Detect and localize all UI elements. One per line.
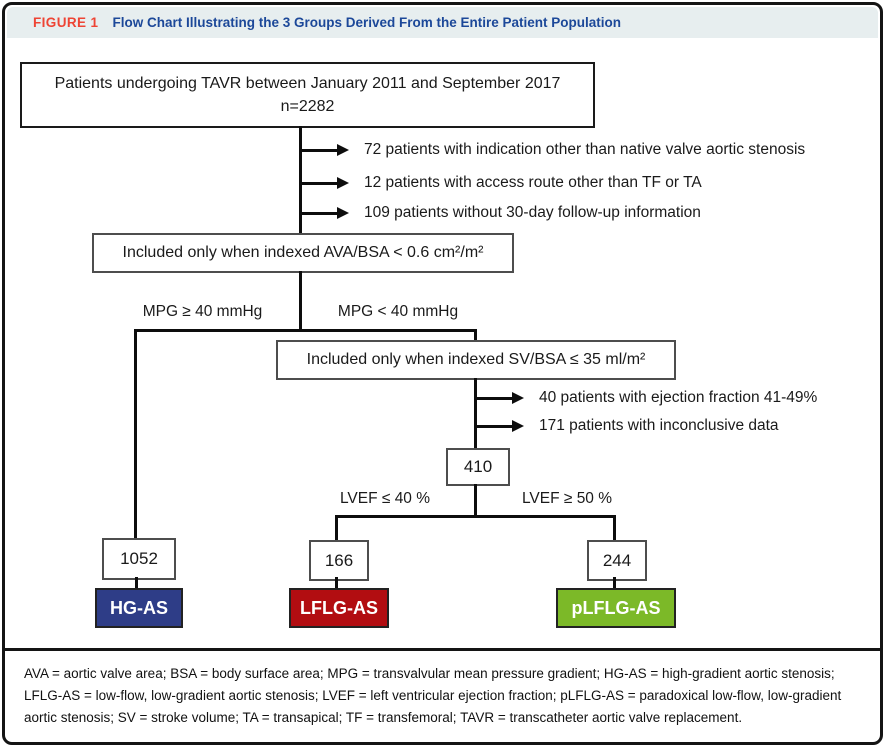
connector-line	[474, 378, 477, 448]
node-n410: 410	[446, 448, 510, 486]
branch-label-mpg-low: MPG < 40 mmHg	[337, 303, 459, 320]
arrow-stem	[301, 211, 337, 215]
exclusion-row: 171 patients with inconclusive data	[476, 416, 779, 436]
branch-label-lvef-low: LVEF ≤ 40 %	[339, 490, 431, 507]
node-patient-population: Patients undergoing TAVR between January…	[20, 62, 595, 128]
exclusion-text: 12 patients with access route other than…	[364, 174, 702, 191]
ava-criterion-text: Included only when indexed AVA/BSA < 0.6…	[122, 244, 484, 262]
connector-line	[299, 271, 302, 331]
exclusion-row: 72 patients with indication other than n…	[301, 140, 805, 160]
group-lflg-as: LFLG-AS	[289, 588, 389, 628]
branch-label-mpg-high: MPG ≥ 40 mmHg	[142, 303, 263, 320]
connector-line	[134, 329, 137, 540]
connector-line	[613, 515, 616, 540]
arrow-stem	[476, 424, 512, 428]
n244-value: 244	[602, 550, 632, 570]
exclusion-text: 109 patients without 30-day follow-up in…	[364, 204, 701, 221]
connector-line	[135, 577, 138, 589]
exclusion-text: 171 patients with inconclusive data	[539, 417, 779, 434]
connector-line	[335, 515, 338, 540]
arrow-stem	[301, 181, 337, 185]
node-n166: 166	[309, 540, 369, 581]
arrow-right-icon	[512, 392, 524, 404]
node-n244: 244	[587, 540, 647, 581]
arrow-right-icon	[337, 144, 349, 156]
arrow-right-icon	[512, 420, 524, 432]
n1052-value: 1052	[120, 549, 158, 568]
node-ava-criterion: Included only when indexed AVA/BSA < 0.6…	[92, 233, 514, 273]
group-hg-as: HG-AS	[95, 588, 183, 628]
arrow-stem	[301, 148, 337, 152]
arrow-right-icon	[337, 207, 349, 219]
arrow-right-icon	[337, 177, 349, 189]
connector-line	[134, 329, 477, 332]
figure-header: FIGURE 1 Flow Chart Illustrating the 3 G…	[7, 7, 878, 38]
exclusion-row: 40 patients with ejection fraction 41-49…	[476, 388, 817, 408]
figure-footnote: AVA = aortic valve area; BSA = body surf…	[24, 666, 842, 725]
population-n: n=2282	[280, 98, 335, 115]
branch-label-lvef-high: LVEF ≥ 50 %	[521, 490, 613, 507]
arrow-stem	[476, 396, 512, 400]
sv-criterion-text: Included only when indexed SV/BSA ≤ 35 m…	[306, 351, 646, 369]
exclusion-row: 109 patients without 30-day follow-up in…	[301, 203, 701, 223]
connector-line	[335, 515, 616, 518]
connector-line	[299, 126, 302, 233]
connector-line	[474, 329, 477, 342]
group-lflg-as-label: LFLG-AS	[300, 597, 378, 618]
footnote-divider	[4, 648, 881, 651]
connector-line	[613, 577, 616, 589]
population-line1: Patients undergoing TAVR between January…	[54, 74, 561, 92]
figure-label: FIGURE 1	[33, 15, 99, 30]
node-sv-criterion: Included only when indexed SV/BSA ≤ 35 m…	[276, 340, 676, 380]
n166-value: 166	[324, 550, 354, 570]
group-plflg-as-label: pLFLG-AS	[571, 597, 661, 618]
connector-line	[335, 577, 338, 589]
group-plflg-as: pLFLG-AS	[556, 588, 676, 628]
node-n1052: 1052	[102, 538, 176, 580]
connector-line	[474, 484, 477, 516]
exclusion-text: 72 patients with indication other than n…	[364, 141, 806, 158]
exclusion-row: 12 patients with access route other than…	[301, 173, 702, 193]
n410-value: 410	[463, 457, 493, 476]
figure-title: Flow Chart Illustrating the 3 Groups Der…	[112, 15, 622, 30]
exclusion-text: 40 patients with ejection fraction 41-49…	[539, 389, 818, 406]
group-hg-as-label: HG-AS	[110, 597, 168, 618]
